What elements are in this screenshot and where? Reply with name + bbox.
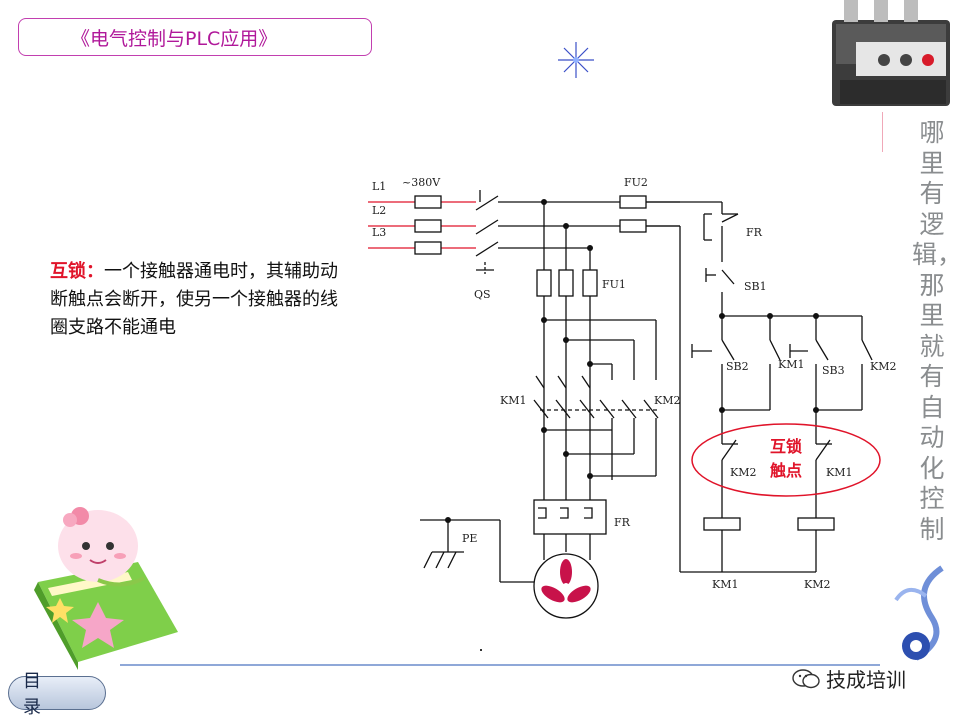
label-SB3: SB3 bbox=[822, 364, 845, 377]
label-KM2-coil: KM2 bbox=[804, 578, 830, 591]
interlock-label-line2: 触点 bbox=[769, 461, 802, 480]
label-KM1-aux: KM1 bbox=[778, 358, 804, 371]
label-L3: L3 bbox=[372, 226, 386, 239]
label-KM2-main: KM2 bbox=[654, 394, 680, 407]
center-dot bbox=[480, 649, 482, 651]
mascot-book-illustration bbox=[34, 507, 178, 670]
footer-line bbox=[120, 664, 880, 666]
label-KM2-aux: KM2 bbox=[870, 360, 896, 373]
label-KM2-nc: KM2 bbox=[730, 466, 756, 479]
side-divider bbox=[882, 112, 883, 152]
label-QS: QS bbox=[474, 288, 491, 301]
slide-title-box: 《电气控制与PLC应用》 bbox=[18, 18, 372, 56]
interlock-explanation: 一个接触器通电时，其辅助动断触点会断开，使另一个接触器的线圈支路不能通电 bbox=[50, 261, 338, 338]
ornament-swirl bbox=[894, 565, 944, 661]
label-PE: PE bbox=[462, 532, 477, 545]
motor-fan-icon bbox=[541, 559, 591, 603]
thermal-relay-image bbox=[832, 0, 950, 106]
sparkle-icon bbox=[558, 42, 594, 78]
label-voltage: ~380V bbox=[402, 176, 441, 189]
label-FR-ctrl: FR bbox=[746, 226, 763, 239]
menu-button[interactable]: 目 录 bbox=[8, 671, 106, 718]
label-KM1-nc: KM1 bbox=[826, 466, 852, 479]
label-L1: L1 bbox=[372, 180, 386, 193]
label-KM1-coil: KM1 bbox=[712, 578, 738, 591]
interlock-highlight-ellipse bbox=[691, 423, 881, 497]
label-FU2: FU2 bbox=[624, 176, 648, 189]
wechat-watermark: 技成培训 bbox=[792, 664, 906, 693]
side-slogan: 哪里有逻辑，那里就有自动化控制 bbox=[912, 118, 960, 544]
interlock-label-line1: 互锁 bbox=[770, 437, 802, 456]
interlock-term: 互锁： bbox=[50, 261, 104, 282]
label-FR-main: FR bbox=[614, 516, 631, 529]
label-FU1: FU1 bbox=[602, 278, 626, 291]
wechat-icon bbox=[792, 668, 820, 688]
label-SB2: SB2 bbox=[726, 360, 749, 373]
interlock-description: 互锁：一个接触器通电时，其辅助动断触点会断开，使另一个接触器的线圈支路不能通电 bbox=[50, 258, 350, 342]
label-L2: L2 bbox=[372, 204, 386, 217]
label-KM1-main: KM1 bbox=[500, 394, 526, 407]
wechat-account-name: 技成培训 bbox=[826, 668, 906, 692]
slide-title: 《电气控制与PLC应用》 bbox=[71, 27, 278, 50]
label-SB1: SB1 bbox=[744, 280, 767, 293]
